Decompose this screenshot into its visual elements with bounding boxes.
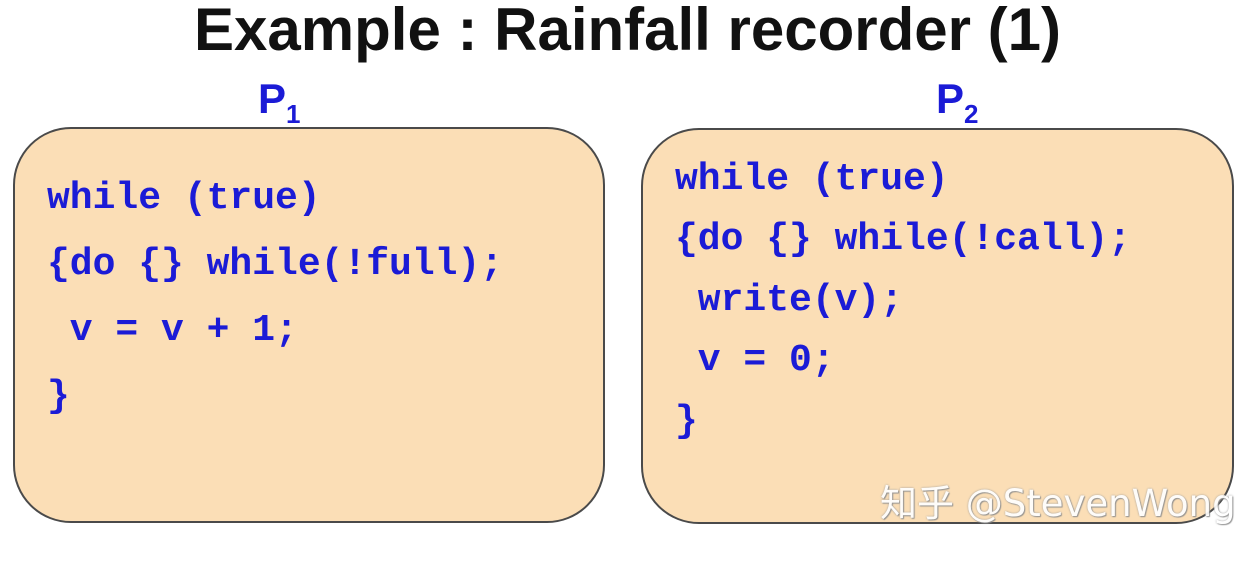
code-line: while (true) <box>47 177 321 220</box>
process-label-p2: P2 <box>936 75 978 128</box>
process-name-p1: P <box>258 75 287 122</box>
code-line: while (true) <box>675 158 949 201</box>
process-box-p1: while (true) {do {} while(!full); v = v … <box>13 127 605 523</box>
process-box-p2: while (true) {do {} while(!call); write(… <box>641 128 1234 524</box>
slide-title: Example : Rainfall recorder (1) <box>194 0 1061 63</box>
code-line: } <box>47 375 70 418</box>
code-line: } <box>675 400 698 443</box>
process-name-p2: P <box>936 75 965 122</box>
process-label-p1: P1 <box>258 75 300 128</box>
code-line: v = v + 1; <box>47 309 298 352</box>
process-subscript-p1: 1 <box>286 99 301 129</box>
code-line: write(v); <box>675 279 904 322</box>
code-line: {do {} while(!full); <box>47 243 504 286</box>
code-line: v = 0; <box>675 339 835 382</box>
process-subscript-p2: 2 <box>964 99 979 129</box>
watermark: 知乎 @StevenWong <box>880 482 1236 525</box>
code-line: {do {} while(!call); <box>675 218 1132 261</box>
